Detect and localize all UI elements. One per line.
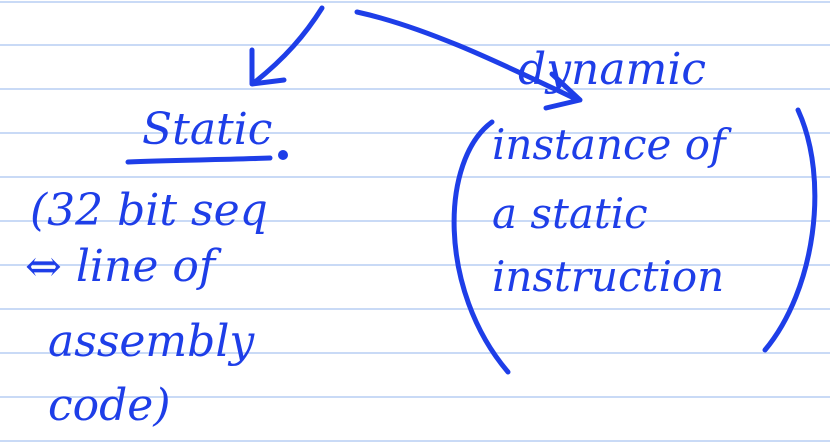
dynamic-body-line-2: a static xyxy=(492,189,648,238)
dynamic-body-line-1: instance of xyxy=(492,120,726,169)
static-body-line-2: ⇔ line of xyxy=(25,241,216,292)
static-body-line-4: code) xyxy=(48,380,171,431)
static-body-line-1: (32 bit seq xyxy=(30,185,268,236)
static-heading: Static xyxy=(142,104,273,155)
static-body-line-3: assembly xyxy=(48,316,255,367)
dynamic-heading: dynamic xyxy=(518,44,707,95)
dynamic-body-line-3: instruction xyxy=(492,252,725,301)
